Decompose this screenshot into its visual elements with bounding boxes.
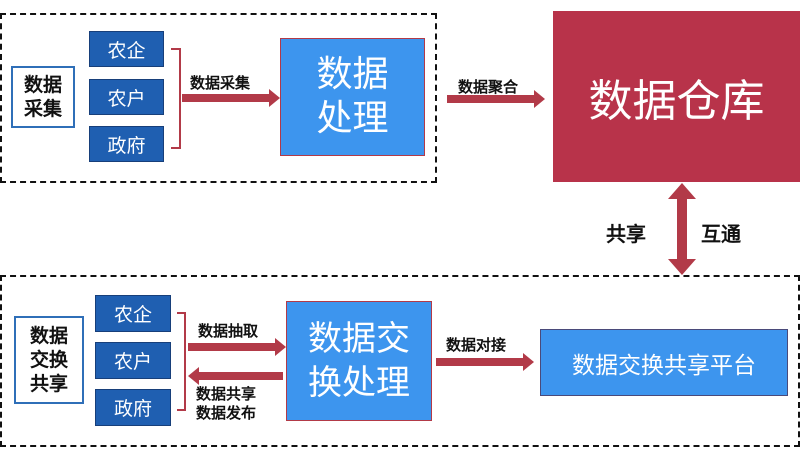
collect-arrow-label: 数据采集 xyxy=(190,74,251,92)
share-label: 共享 xyxy=(606,222,646,246)
label-line: 数据发布 xyxy=(196,404,257,422)
source-bracket xyxy=(171,48,181,149)
connect-arrow xyxy=(436,353,534,371)
source-agri-enterprise: 农企 xyxy=(89,31,164,67)
proc-line: 处理 xyxy=(316,98,389,139)
label-line: 采集 xyxy=(23,98,62,120)
bidirectional-arrow xyxy=(668,183,696,275)
aggregate-arrow xyxy=(447,90,545,108)
label-line: 数据 xyxy=(29,325,68,347)
source-government: 政府 xyxy=(89,126,164,162)
platform-text: 数据交换共享平台 xyxy=(572,352,756,379)
label-line: 共享 xyxy=(29,373,68,395)
share-publish-label: 数据共享数据发布 xyxy=(196,385,256,423)
exchange-label: 数据交换共享 xyxy=(14,316,84,404)
connect-arrow-label: 数据对接 xyxy=(446,336,507,354)
collection-label: 数据采集 xyxy=(11,66,75,128)
exchange-platform-box: 数据交换共享平台 xyxy=(540,329,788,396)
data-warehouse-box: 数据仓库 xyxy=(553,11,800,182)
label-line: 交换 xyxy=(29,349,68,371)
source-bracket xyxy=(177,312,186,411)
proc-line: 换处理 xyxy=(308,363,410,403)
exchange-processing-box: 数据交换处理 xyxy=(286,301,432,421)
interconnect-label: 互通 xyxy=(701,222,741,246)
double-arrow-icon xyxy=(668,183,696,275)
share-publish-arrow xyxy=(188,367,283,385)
source-text: 农企 xyxy=(113,304,152,326)
source-government: 政府 xyxy=(95,389,171,426)
proc-line: 数据交 xyxy=(308,319,410,359)
warehouse-text: 数据仓库 xyxy=(588,75,765,127)
label-line: 数据共享 xyxy=(196,385,257,403)
data-processing-box: 数据处理 xyxy=(280,38,425,156)
source-text: 农户 xyxy=(107,87,146,110)
collection-region xyxy=(0,13,437,183)
source-farmer: 农户 xyxy=(89,79,164,115)
extract-arrow-label: 数据抽取 xyxy=(198,322,259,340)
collect-arrow xyxy=(182,89,280,107)
label-line: 数据 xyxy=(23,74,62,96)
source-agri-enterprise: 农企 xyxy=(95,295,171,332)
source-text: 政府 xyxy=(107,134,146,157)
source-text: 政府 xyxy=(113,398,152,420)
source-text: 农户 xyxy=(113,351,152,373)
proc-line: 数据 xyxy=(316,54,389,95)
extract-arrow xyxy=(188,338,286,356)
source-farmer: 农户 xyxy=(95,342,171,379)
aggregate-arrow-label: 数据聚合 xyxy=(458,78,519,96)
source-text: 农企 xyxy=(107,39,146,62)
exchange-region xyxy=(0,275,800,447)
